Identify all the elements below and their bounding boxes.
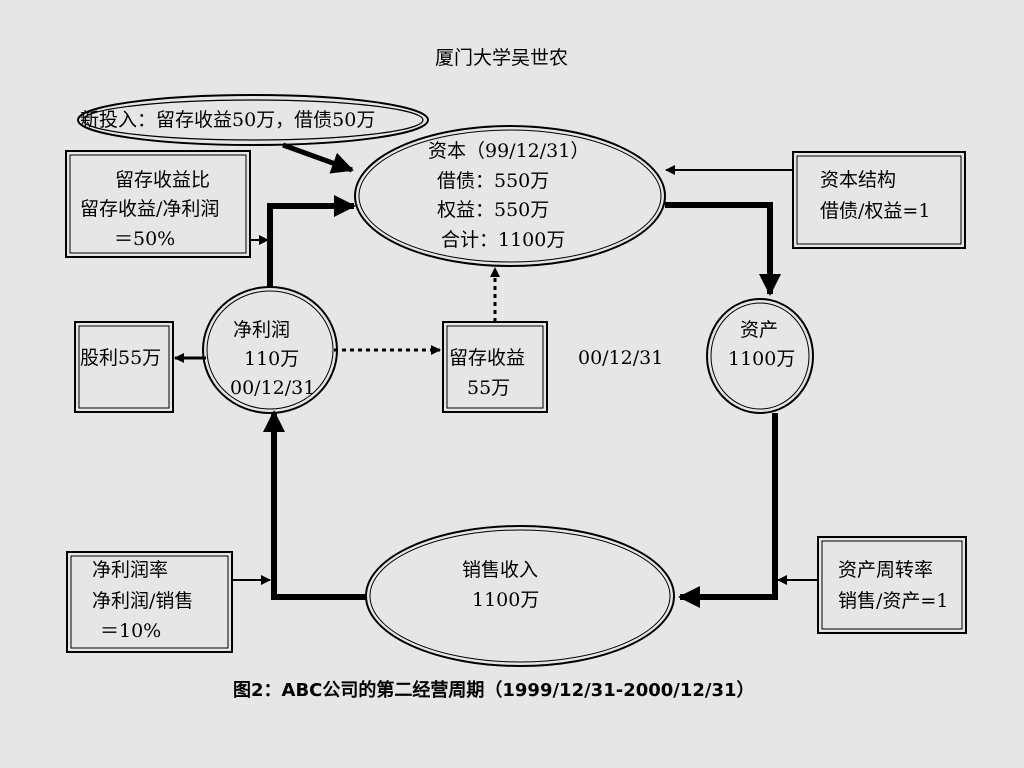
profit-margin-title: 净利润率 — [92, 559, 169, 581]
sales-title: 销售收入 — [462, 559, 539, 581]
figure-caption: 图2：ABC公司的第二经营周期（1999/12/31-2000/12/31） — [233, 680, 755, 701]
assets-title: 资产 — [740, 319, 779, 341]
capital-equity: 权益：550万 — [437, 199, 550, 221]
capital-debt: 借债：550万 — [437, 170, 550, 192]
asset-turnover-box — [817, 536, 967, 634]
retained-earnings-title: 留存收益 — [449, 347, 526, 369]
retained-earnings-amount: 55万 — [467, 377, 511, 399]
new-investment-text: 新投入：留存收益50万，借债50万 — [80, 109, 376, 131]
retention-ratio-box — [65, 150, 251, 258]
arrow-sales-to-profit — [263, 410, 366, 600]
author-label: 厦门大学吴世农 — [435, 47, 569, 69]
arrow-capital-to-assets — [665, 202, 781, 296]
capital-total: 合计：1100万 — [441, 229, 566, 251]
capital-structure-box — [792, 151, 966, 249]
capital-structure-title: 资本结构 — [820, 169, 897, 191]
capital-structure-ratio: 借债/权益=1 — [820, 200, 931, 222]
dividend-box — [74, 321, 174, 413]
assets-ellipse — [706, 298, 814, 414]
net-profit-date: 00/12/31 — [230, 377, 316, 399]
capital-title: 资本（99/12/31） — [428, 140, 590, 162]
asset-turnover-title: 资产周转率 — [838, 559, 934, 581]
sales-amount: 1100万 — [472, 589, 540, 611]
net-profit-amount: 110万 — [244, 348, 300, 370]
new-investment-ellipse — [77, 94, 429, 146]
retained-earnings-date: 00/12/31 — [578, 347, 664, 369]
arrow-profit-to-capital — [267, 195, 356, 287]
dividend-label: 股利55万 — [80, 347, 162, 369]
profit-margin-formula: 净利润/销售 — [92, 590, 194, 612]
profit-margin-box — [66, 551, 233, 653]
arrow-investment-to-capital — [282, 142, 354, 174]
arrow-assets-to-sales — [678, 413, 778, 608]
asset-turnover-ratio: 销售/资产=1 — [838, 590, 949, 612]
retention-ratio-value: ＝50% — [114, 228, 176, 250]
retention-ratio-formula: 留存收益/净利润 — [80, 198, 220, 220]
assets-amount: 1100万 — [728, 348, 796, 370]
profit-margin-value: ＝10% — [100, 620, 162, 642]
net-profit-title: 净利润 — [233, 319, 291, 341]
retention-ratio-title: 留存收益比 — [115, 169, 211, 191]
